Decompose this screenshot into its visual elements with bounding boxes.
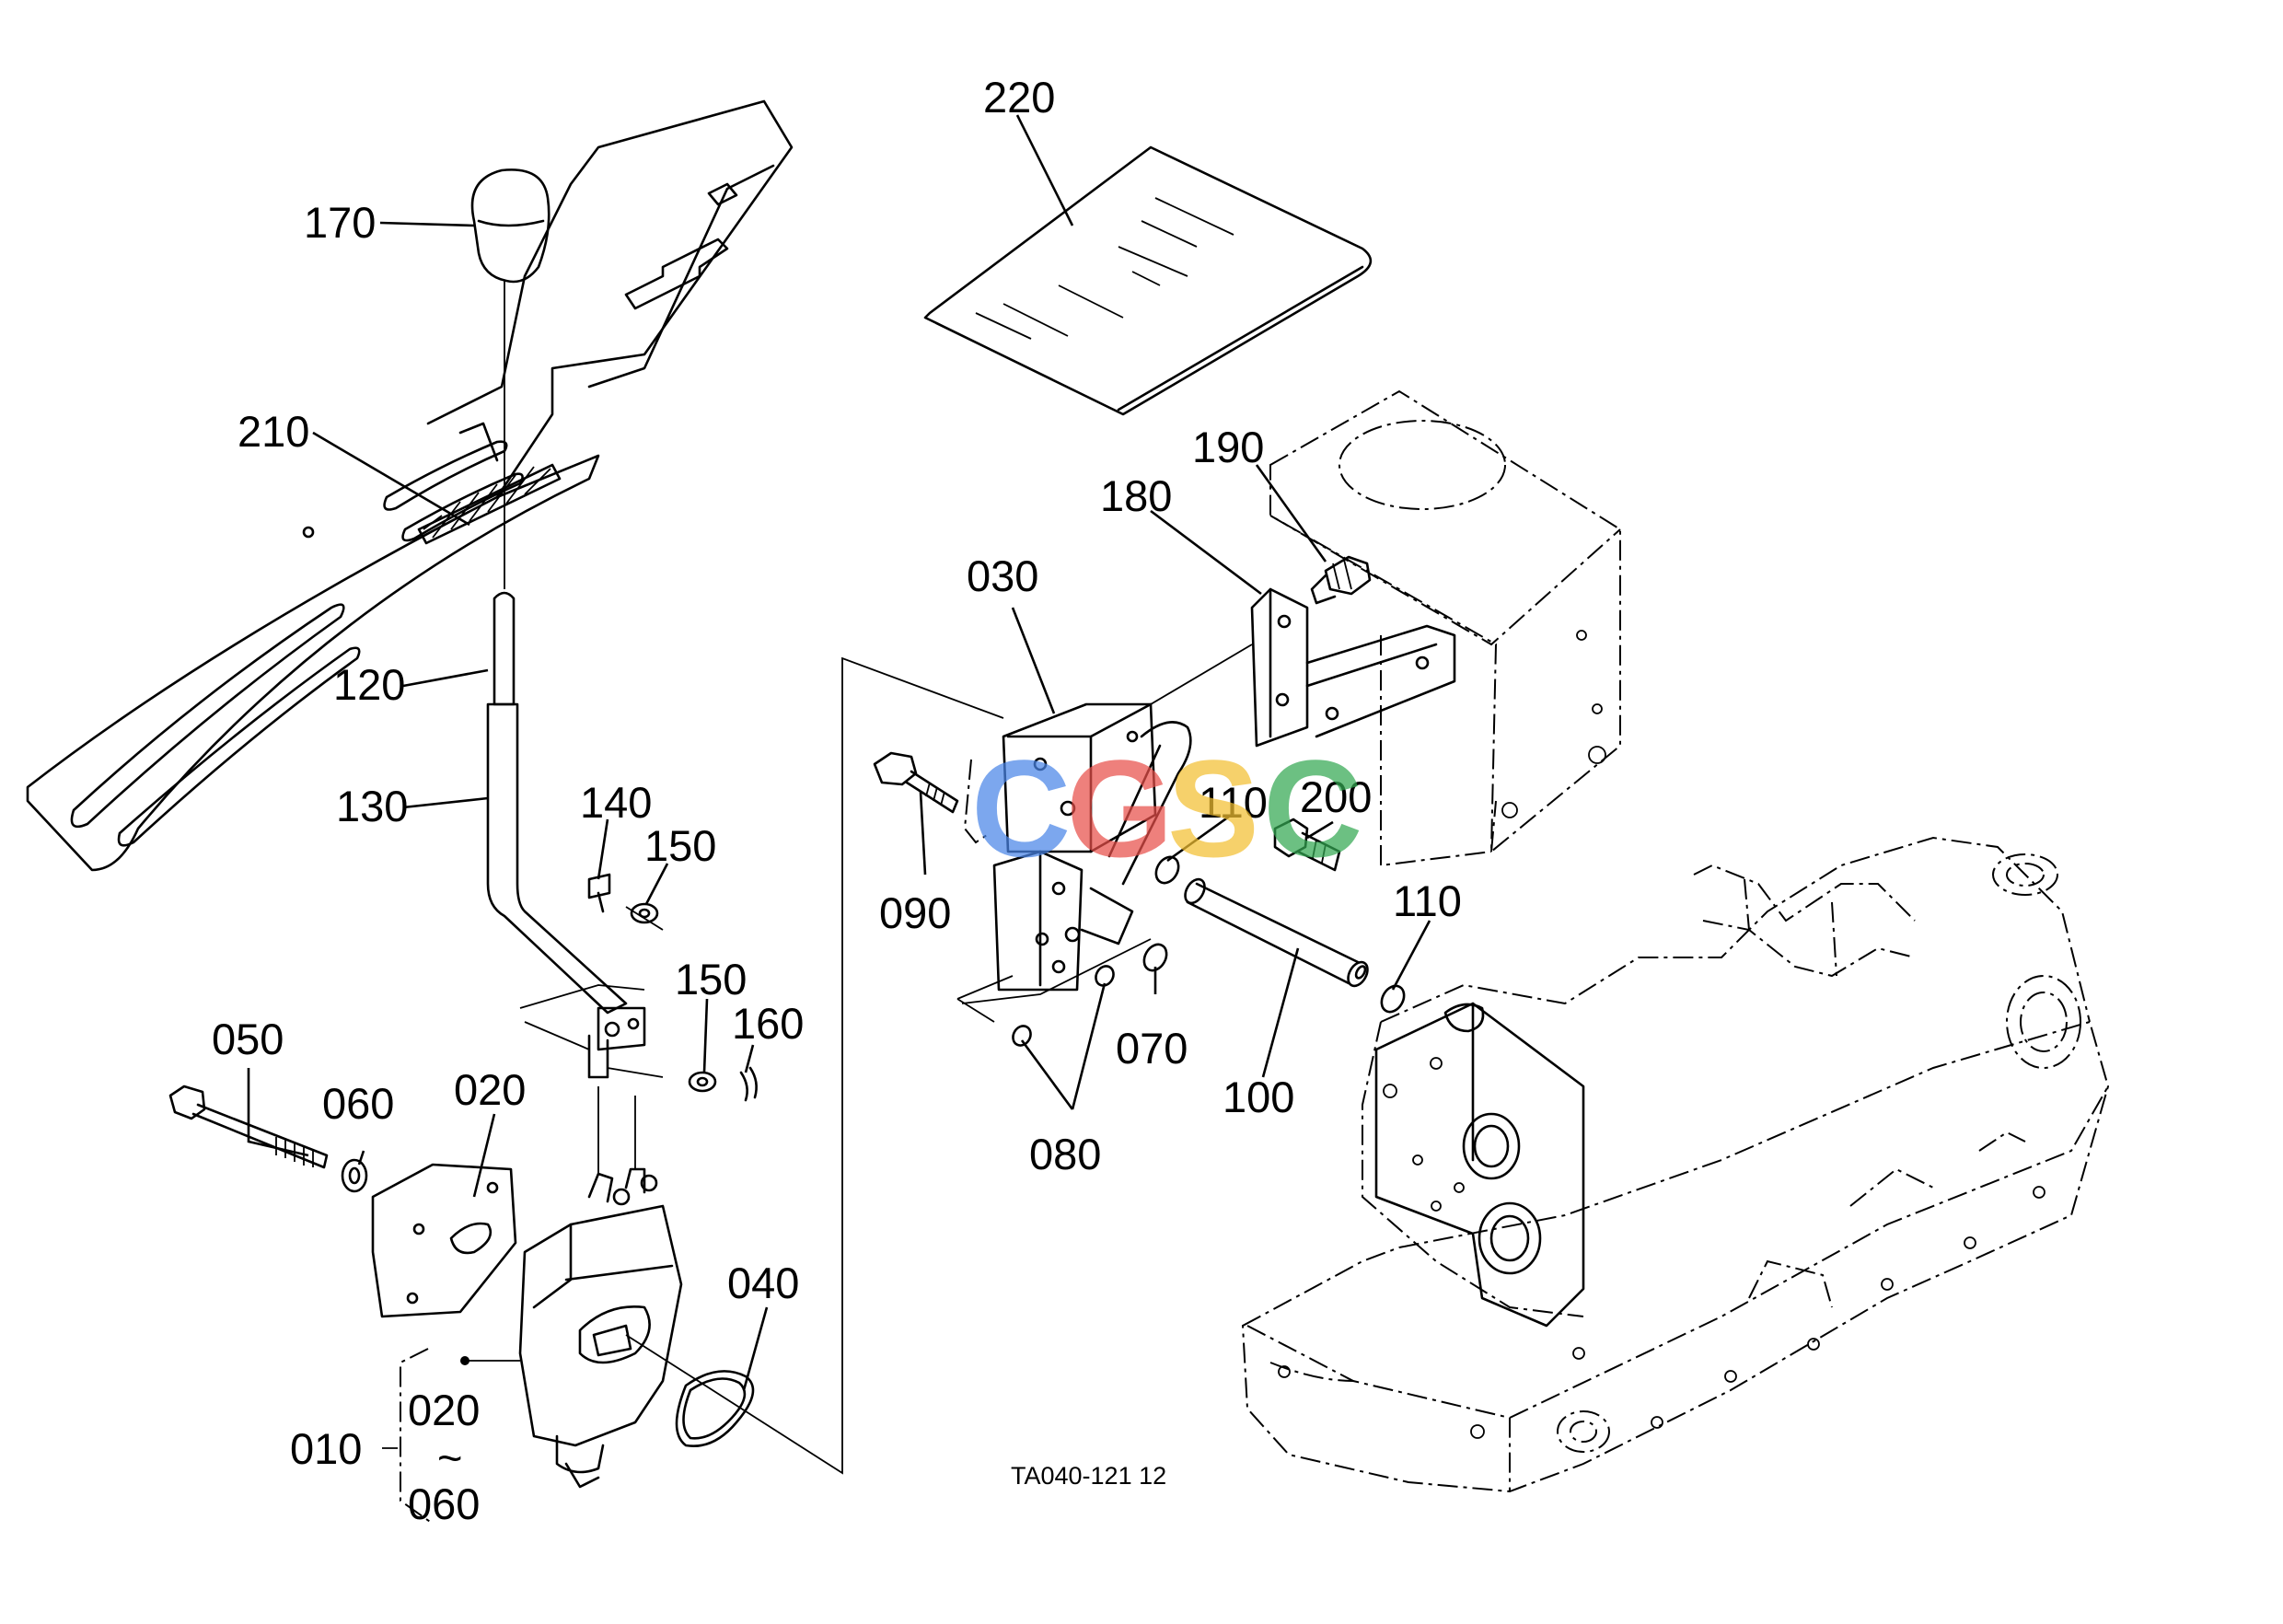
lever-120-130 [486, 281, 664, 1079]
label-110-lower: 110 [1393, 876, 1462, 925]
o-ring-080-b [1095, 965, 1115, 987]
pipe-100 [1184, 877, 1369, 988]
label-110-upper: 110 [1199, 778, 1268, 827]
o-ring-070 [1142, 943, 1168, 972]
label-150-upper: 150 [644, 821, 716, 870]
washer-150-lower [688, 1071, 717, 1093]
part-labels: 220 170 210 190 180 030 120 130 140 150 … [212, 73, 1462, 1528]
label-040: 040 [727, 1259, 799, 1307]
o-ring-040 [675, 1370, 755, 1447]
watermark-letter-g: G [1066, 731, 1174, 886]
watermark-letter-s: S [1167, 731, 1259, 886]
label-170: 170 [304, 198, 376, 247]
cover-plate-020 [371, 1163, 517, 1318]
o-ring-110-a [1154, 855, 1180, 885]
leader-lines [247, 114, 1431, 1449]
knob-170 [470, 168, 550, 284]
label-020-range: 020 [408, 1386, 480, 1434]
fitting-200 [1273, 818, 1341, 872]
label-180: 180 [1100, 471, 1172, 520]
group-bracket-010 [400, 1348, 434, 1525]
watermark-letter-c1: C [971, 731, 1071, 886]
drawing-code: TA040-121 12 [1011, 1462, 1166, 1490]
label-200: 200 [1300, 772, 1372, 821]
washer-150-upper [625, 902, 664, 931]
label-060: 060 [322, 1079, 394, 1128]
label-150-lower: 150 [675, 955, 747, 1003]
lock-washer-060 [341, 1158, 368, 1193]
label-120: 120 [333, 660, 405, 709]
bracket-180 [1150, 587, 1456, 748]
label-050: 050 [212, 1015, 284, 1063]
label-210: 210 [238, 407, 309, 456]
label-090: 090 [879, 888, 951, 937]
label-130: 130 [336, 782, 408, 830]
label-100: 100 [1223, 1073, 1294, 1121]
label-140: 140 [580, 778, 652, 827]
label-range-tilde: ~ [437, 1433, 462, 1482]
label-080: 080 [1029, 1130, 1101, 1178]
o-ring-110-b [1380, 984, 1406, 1014]
label-010: 010 [290, 1424, 362, 1473]
control-valve-010 [460, 1086, 683, 1489]
bolt-090 [873, 751, 959, 814]
label-020: 020 [454, 1065, 526, 1114]
bolt-140 [587, 873, 611, 913]
fitting-190 [1310, 555, 1372, 605]
o-ring-080-a [1012, 1025, 1032, 1047]
label-160: 160 [732, 999, 804, 1048]
cotter-pin-160 [739, 1066, 758, 1102]
lever-guide-plate [26, 99, 794, 872]
label-190: 190 [1192, 423, 1264, 471]
block-030 [961, 702, 1192, 1004]
watermark-logo: C G S C [971, 731, 1362, 886]
hydraulic-housing [1241, 836, 2110, 1493]
watermark-letter-c2: C [1263, 731, 1362, 886]
manual-220 [923, 145, 1373, 416]
label-070: 070 [1116, 1024, 1188, 1073]
label-060-range: 060 [408, 1479, 480, 1528]
label-220: 220 [983, 73, 1055, 122]
label-030: 030 [967, 551, 1038, 600]
